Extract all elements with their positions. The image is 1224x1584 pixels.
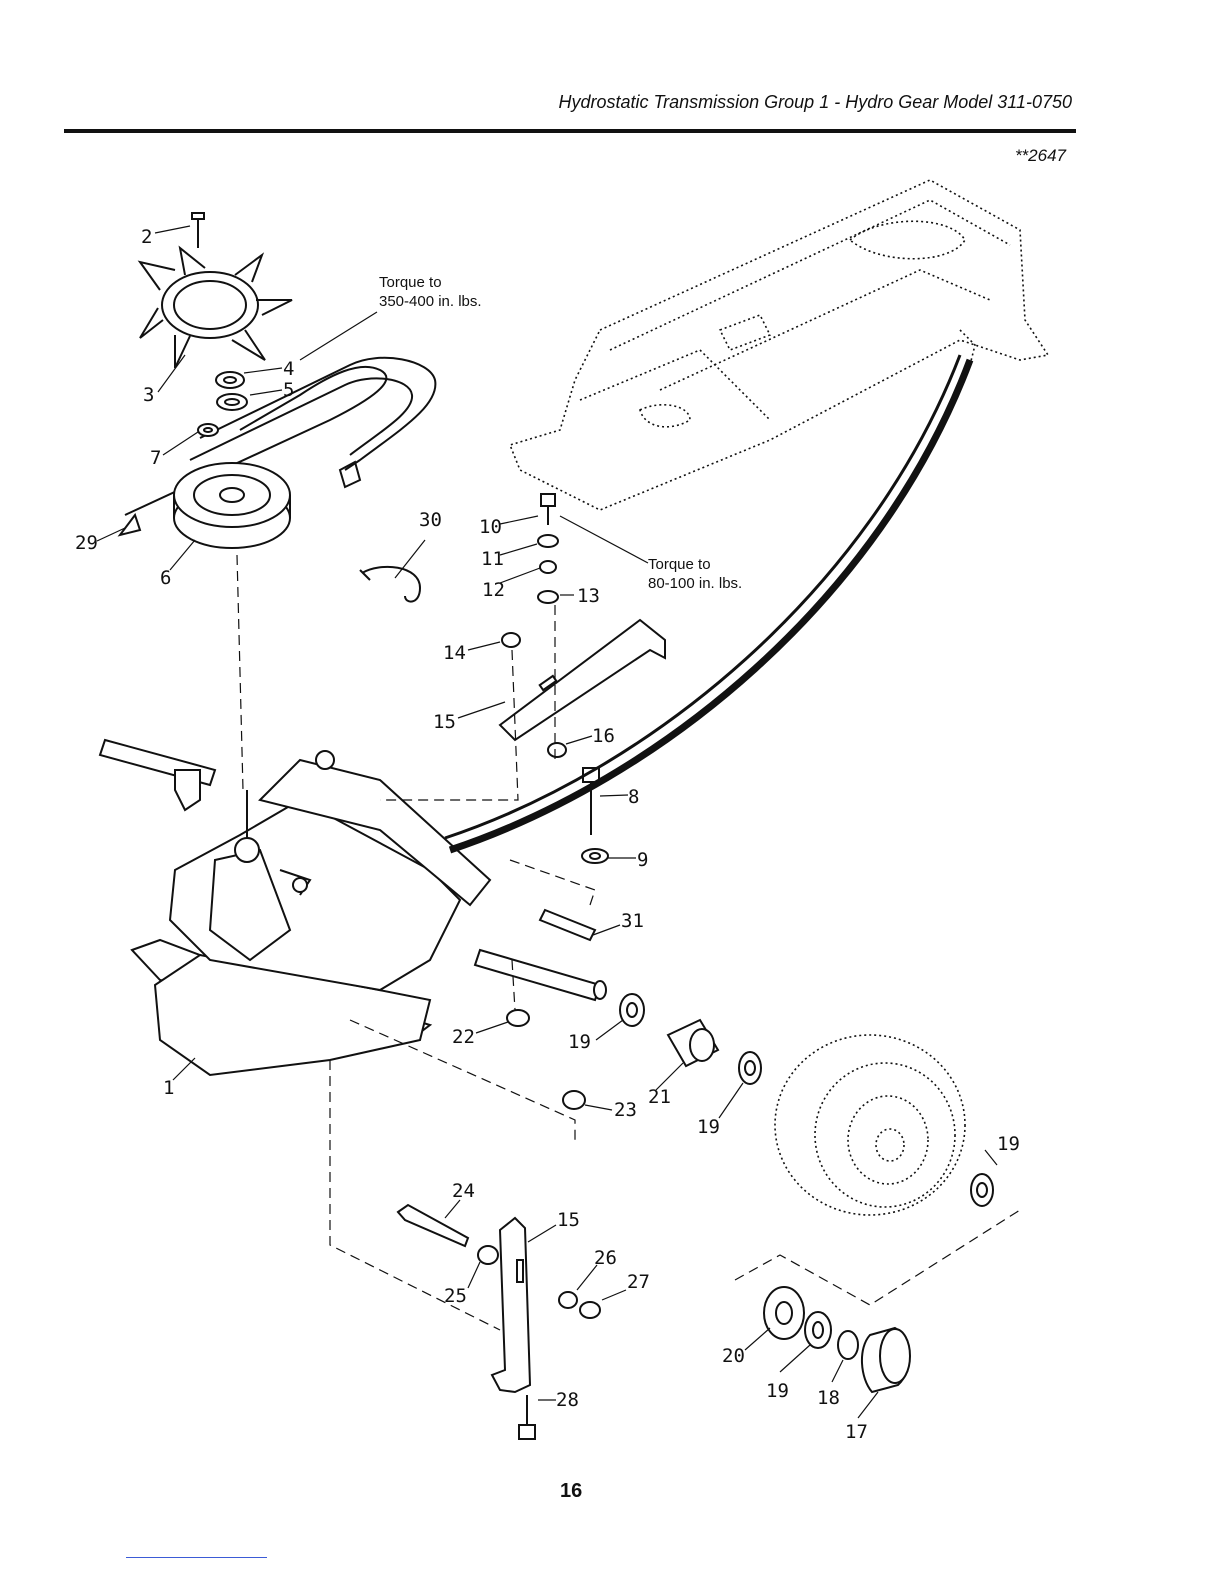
callout-24: 24 — [452, 1180, 475, 1202]
callout-12: 12 — [482, 579, 505, 601]
callout-8: 8 — [628, 786, 639, 808]
axle-key — [540, 910, 595, 940]
torque-note-lower-line2: 80-100 in. lbs. — [648, 575, 742, 592]
callout-20: 20 — [722, 1345, 745, 1367]
callout-15-lower: 15 — [557, 1209, 580, 1231]
rear-wheel-outline — [775, 1035, 965, 1215]
input-pulley — [174, 463, 290, 548]
wheel-hub-parts — [764, 1287, 910, 1392]
callout-19-b: 19 — [697, 1116, 720, 1138]
main-drive-belt — [445, 355, 970, 850]
axle-shaft-right — [475, 950, 606, 1000]
callout-1: 1 — [163, 1077, 174, 1099]
callout-7: 7 — [150, 447, 161, 469]
callout-21: 21 — [648, 1086, 671, 1108]
callout-11: 11 — [481, 548, 504, 570]
callout-29: 29 — [75, 532, 98, 554]
torque-note-upper-line2: 350-400 in. lbs. — [379, 293, 482, 310]
fan-bolt — [192, 213, 204, 248]
callout-30: 30 — [419, 509, 442, 531]
callout-10: 10 — [479, 516, 502, 538]
footer-link-underline — [126, 1557, 267, 1558]
callout-25: 25 — [444, 1285, 467, 1307]
tractor-frame-outline — [510, 180, 1048, 510]
page-number: 16 — [560, 1480, 582, 1503]
callout-19-d: 19 — [766, 1380, 789, 1402]
callout-9: 9 — [637, 849, 648, 871]
callout-13: 13 — [577, 585, 600, 607]
callout-4: 4 — [283, 358, 294, 380]
cooling-fan — [140, 248, 292, 368]
callout-19-a: 19 — [568, 1031, 591, 1053]
housing-fasteners — [507, 1010, 585, 1109]
callout-28: 28 — [556, 1389, 579, 1411]
bracket-hardware-stack — [538, 494, 558, 603]
axle-spacers — [620, 994, 993, 1206]
callout-31: 31 — [621, 910, 644, 932]
callout-19-c: 19 — [997, 1133, 1020, 1155]
callout-6: 6 — [160, 567, 171, 589]
callout-14: 14 — [443, 642, 466, 664]
callout-18: 18 — [817, 1387, 840, 1409]
control-bracket-upper — [500, 620, 665, 740]
callout-27: 27 — [627, 1271, 650, 1293]
axle-shaft-left — [100, 740, 215, 810]
callout-16: 16 — [592, 725, 615, 747]
callout-15-upper: 15 — [433, 711, 456, 733]
callout-22: 22 — [452, 1026, 475, 1048]
torque-note-lower-line1: Torque to — [648, 556, 711, 573]
callout-3: 3 — [143, 384, 154, 406]
torque-note-upper-line1: Torque to — [379, 274, 442, 291]
callout-23: 23 — [614, 1099, 637, 1121]
callout-5: 5 — [283, 379, 294, 401]
callout-17: 17 — [845, 1421, 868, 1443]
retaining-clip — [360, 567, 420, 602]
callout-26: 26 — [594, 1247, 617, 1269]
callout-2: 2 — [141, 226, 152, 248]
